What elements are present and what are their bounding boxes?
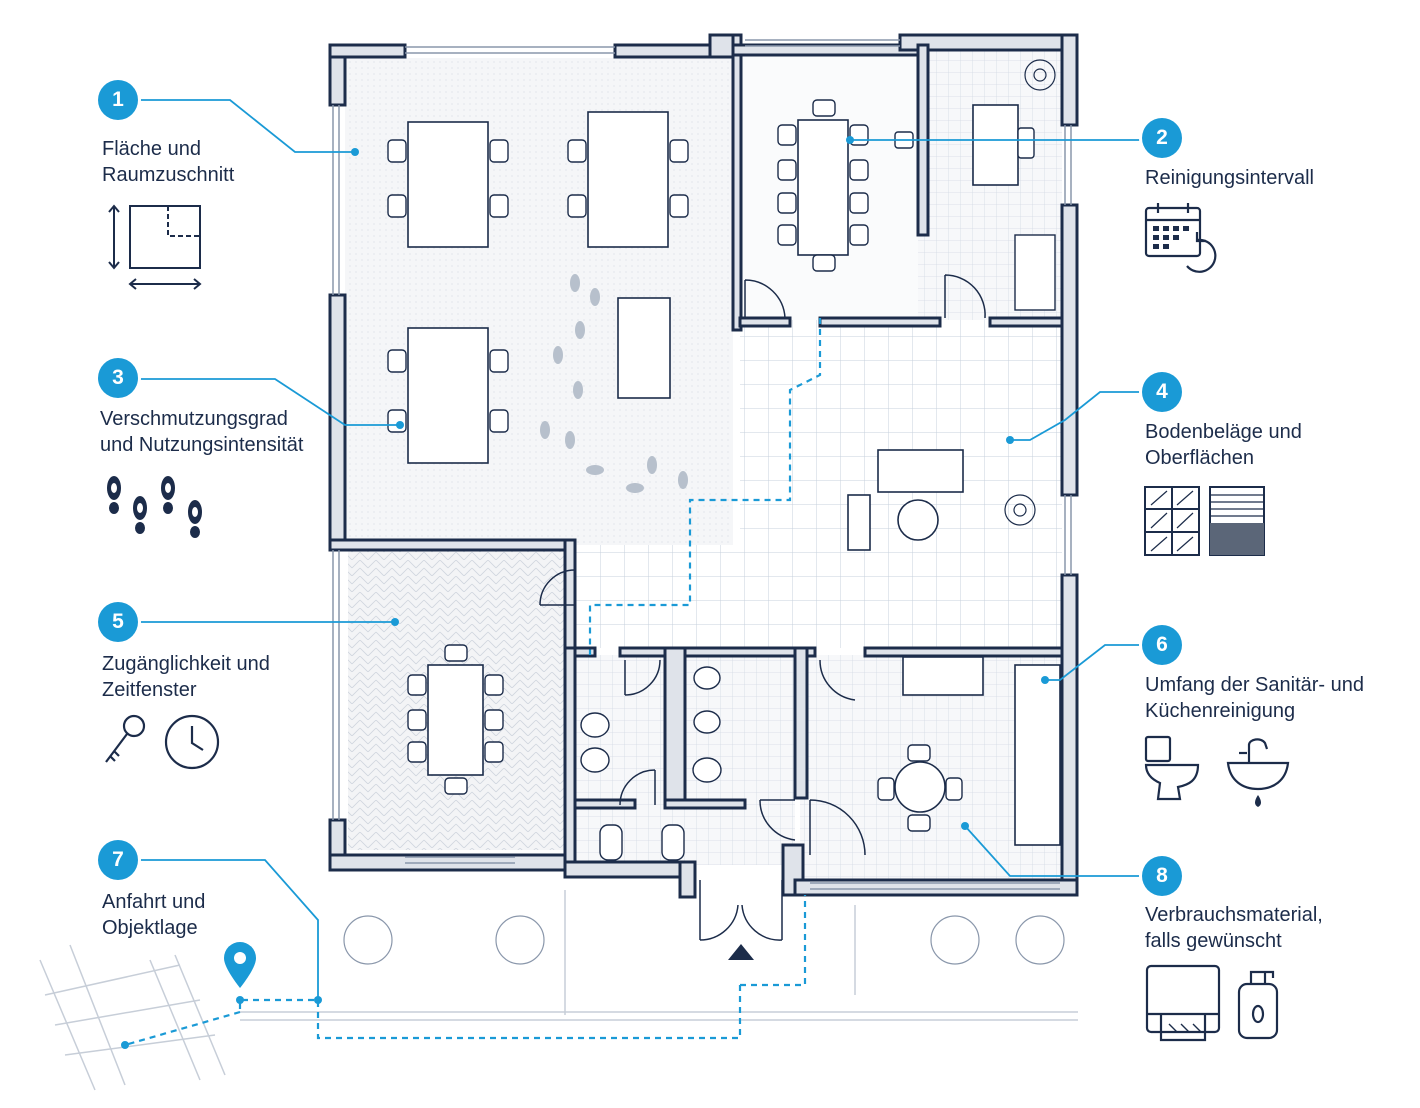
- toilet-sink-icon: [1144, 735, 1290, 807]
- marker-8: 8: [1142, 856, 1182, 896]
- marker-5: 5: [98, 602, 138, 642]
- map-pin-icon: [224, 942, 256, 988]
- desks: [407, 104, 1061, 846]
- marker-7: 7: [98, 840, 138, 880]
- entrance-arrow-icon: [728, 944, 754, 960]
- marker-3: 3: [98, 358, 138, 398]
- dispenser-icon: [1145, 964, 1279, 1042]
- area-dimensions-icon: [108, 204, 202, 290]
- office-floor: [345, 58, 733, 545]
- leader-lines: [140, 99, 1142, 1000]
- marker-2: 2: [1142, 118, 1182, 158]
- floor-tiles-icon: [1144, 486, 1265, 556]
- marker-6: 6: [1142, 625, 1182, 665]
- walls: [328, 33, 1079, 899]
- footprints-icon: [107, 476, 202, 538]
- label-8: Verbrauchsmaterial,falls gewünscht: [1145, 904, 1323, 952]
- marker-4: 4: [1142, 372, 1182, 412]
- calendar-refresh-icon: [1144, 203, 1217, 273]
- label-2: Reinigungsintervall: [1145, 167, 1314, 189]
- key-clock-icon: [105, 714, 220, 770]
- marker-1: 1: [98, 80, 138, 120]
